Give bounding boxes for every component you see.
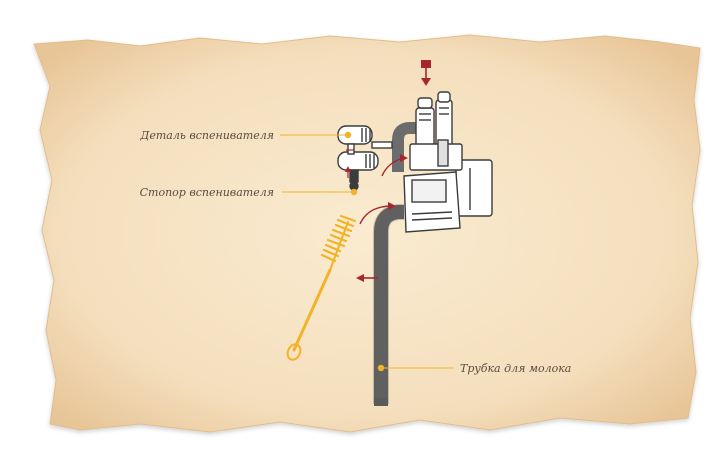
parchment-background bbox=[33, 34, 701, 433]
label-frother-part: Деталь вспенивателя bbox=[139, 129, 274, 142]
left-arrow-icon bbox=[356, 274, 378, 282]
milk-tube-outline bbox=[373, 204, 404, 404]
label-frother-stopper: Стопор вспенивателя bbox=[140, 186, 274, 199]
connector-hose bbox=[392, 122, 420, 172]
leader-lines bbox=[280, 134, 454, 369]
frother-stopper-marker bbox=[350, 188, 358, 196]
frother-assembly bbox=[337, 125, 393, 191]
milk-tube-end bbox=[374, 398, 388, 406]
down-arrow-icon bbox=[421, 60, 431, 86]
frother-part-marker bbox=[344, 131, 352, 139]
label-milk-tube: Трубка для молока bbox=[460, 362, 571, 375]
cleaning-brush bbox=[286, 214, 357, 361]
milk-tube bbox=[374, 205, 405, 404]
dispensing-head bbox=[403, 91, 493, 233]
milk-tube-marker bbox=[377, 364, 385, 372]
flow-arrows bbox=[345, 60, 431, 282]
